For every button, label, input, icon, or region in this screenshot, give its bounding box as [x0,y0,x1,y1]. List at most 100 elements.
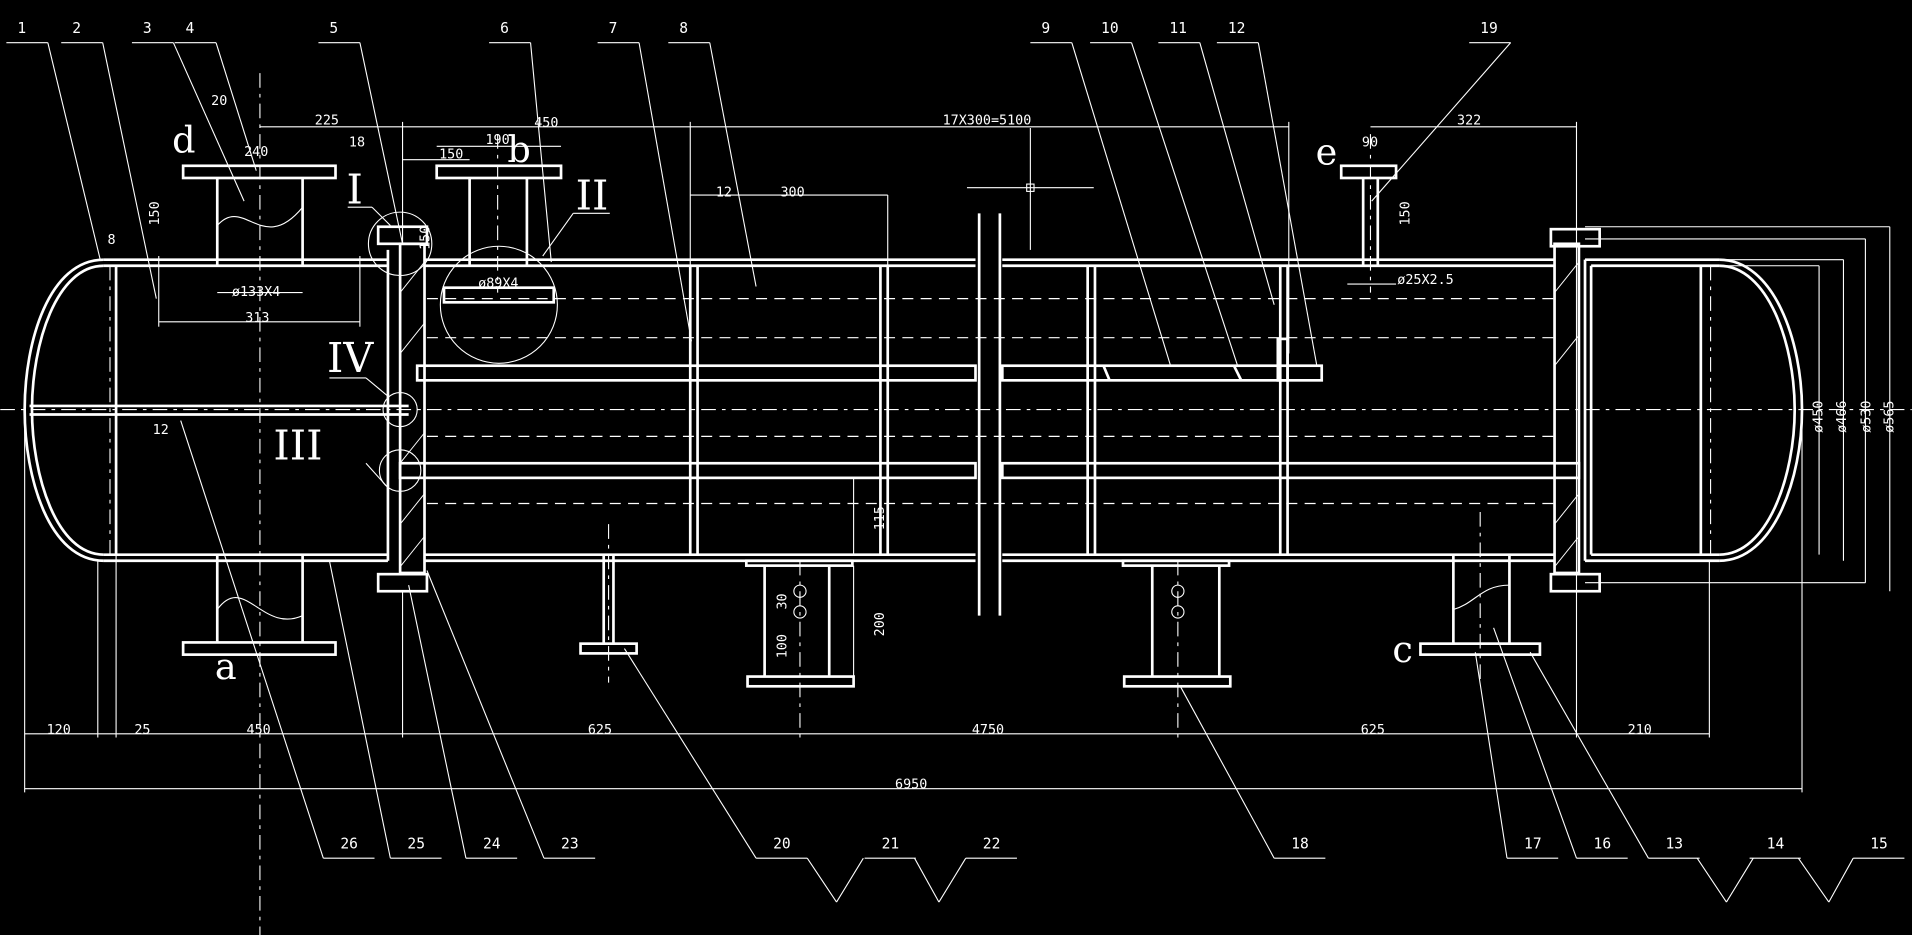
dimension-lines [24,121,1891,793]
dim-18: 18 [349,135,365,150]
dim-300: 300 [780,185,804,200]
part-number-15: 15 [1870,835,1888,852]
leader-line [359,42,404,244]
dim-240: 240 [244,145,268,160]
part-number-2: 2 [72,20,81,37]
leader-line [1071,42,1172,366]
leader-line [1131,42,1239,366]
part-number-18: 18 [1291,835,1309,852]
centerlines [0,73,1912,935]
part-number-6: 6 [500,20,509,37]
shell [23,213,1804,616]
dim-nozzle-25: ø25X2.5 [1397,273,1453,288]
part-number-12: 12 [1228,20,1246,37]
leader-line [806,857,837,903]
leader-line [1474,652,1508,859]
leader-line [328,560,391,859]
leader-line [1696,857,1727,903]
leader-line [1797,857,1830,903]
dim-115: 115 [873,506,888,530]
leader-line [1199,42,1275,305]
part-number-22: 22 [983,835,1001,852]
dim-4750: 4750 [972,723,1004,738]
nozzle-letter-b: b [507,128,530,171]
dim-150-b: 150 [439,147,463,162]
leader-line [1371,42,1512,202]
leader-line [102,42,157,299]
part-number-24: 24 [483,835,501,852]
dim-190: 190 [485,133,509,148]
detail-label-I: I [346,166,362,214]
dim-200: 200 [873,612,888,636]
dim-150-e: 150 [1398,201,1413,225]
nozzle-letter-a: a [215,645,237,688]
dim-dia-565: ø565 [1882,401,1897,433]
dim-150-c: 150 [418,226,433,250]
dim-625-right: 625 [1361,723,1385,738]
detail-label-IV: IV [327,334,374,382]
part-number-10: 10 [1101,20,1119,37]
part-number-3: 3 [143,20,152,37]
dim-6950: 6950 [895,778,927,793]
dim-322: 322 [1457,113,1481,128]
leader-line [1725,857,1754,903]
dim-100: 100 [776,634,791,658]
dim-210: 210 [1628,723,1652,738]
dim-20: 20 [211,94,227,109]
part-number-23: 23 [561,835,579,852]
nozzle-letter-e: e [1316,131,1338,174]
nozzle-letter-d: d [172,118,195,161]
leader-line [47,42,101,260]
leader-line [1257,42,1318,366]
detail-circles [329,127,1094,492]
leader-line [530,42,552,263]
part-number-7: 7 [609,20,618,37]
dim-dia-530: ø530 [1859,401,1874,433]
dim-90: 90 [1362,135,1378,150]
leader-line [172,42,245,202]
leader-line [1529,651,1649,859]
baffles [688,265,1289,555]
leader-line [426,570,545,859]
part-number-19: 19 [1480,20,1498,37]
dim-25: 25 [134,723,150,738]
dim-dia-450: ø450 [1812,401,1827,433]
leader-line [408,585,467,859]
leader-line [836,857,864,903]
leader-line [638,42,693,342]
nozzle-letters: d b e a c I II III IV [172,118,1413,688]
leader-line [1179,686,1275,859]
part-number-13: 13 [1665,835,1683,852]
part-number-25: 25 [407,835,425,852]
dim-nozzle-89: ø89X4 [478,277,518,292]
leader-line [1493,627,1578,859]
dim-pitch: 17X300=5100 [943,113,1032,128]
detail-label-III: III [273,422,322,470]
part-number-9: 9 [1041,20,1050,37]
detail-label-II: II [576,172,609,220]
part-number-26: 26 [340,835,358,852]
part-number-11: 11 [1169,20,1187,37]
part-number-5: 5 [329,20,338,37]
dim-625-left: 625 [588,723,612,738]
dim-450-top: 450 [534,116,558,131]
dim-dia-466: ø466 [1835,401,1850,433]
dim-nozzle-133: ø133X4 [232,285,280,300]
nozzle-letter-c: c [1392,628,1412,671]
leader-line [1828,857,1854,903]
dim-120: 120 [47,723,71,738]
dim-8: 8 [108,233,116,248]
leader-line [938,857,967,903]
part-number-16: 16 [1594,835,1612,852]
part-number-20: 20 [773,835,791,852]
leader-line [914,857,940,903]
part-number-4: 4 [186,20,195,37]
dim-12: 12 [716,185,732,200]
part-number-21: 21 [882,835,900,852]
leader-line [215,42,257,171]
leader-line [709,42,757,287]
dim-30: 30 [776,593,791,609]
dim-313: 313 [245,311,269,326]
